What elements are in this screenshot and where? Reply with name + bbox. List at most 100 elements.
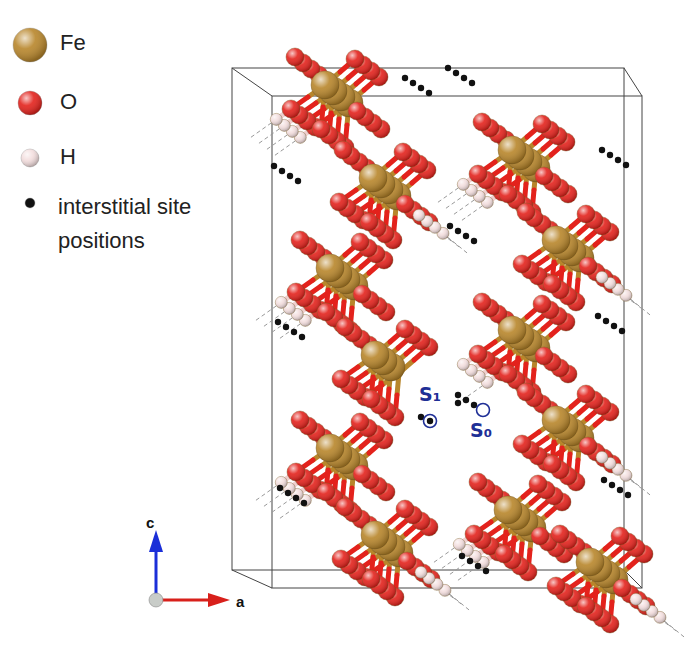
atom-shine bbox=[613, 579, 631, 597]
atom bbox=[543, 275, 561, 293]
atom bbox=[330, 193, 348, 211]
legend-swatch bbox=[18, 91, 42, 115]
atom-sphere bbox=[531, 527, 549, 545]
atom-sphere bbox=[291, 411, 309, 429]
atom bbox=[287, 283, 305, 301]
site-dot bbox=[615, 157, 621, 163]
atom-shine bbox=[579, 437, 597, 455]
atom-sphere bbox=[469, 473, 487, 491]
hydrogen-bond bbox=[254, 306, 277, 322]
site-dot bbox=[275, 319, 281, 325]
atom-sphere bbox=[551, 525, 569, 543]
site-dot bbox=[410, 80, 416, 86]
atom bbox=[394, 143, 412, 161]
site-dot bbox=[295, 178, 301, 184]
atom-sphere bbox=[316, 254, 344, 282]
atom bbox=[542, 226, 570, 254]
atom bbox=[453, 538, 465, 550]
atom-sphere bbox=[579, 257, 597, 275]
atom-shine bbox=[533, 295, 551, 313]
atom bbox=[457, 178, 469, 190]
atom-sphere bbox=[542, 406, 570, 434]
site-dot bbox=[455, 400, 461, 406]
atom bbox=[529, 475, 547, 493]
atom-shine bbox=[576, 548, 604, 576]
atom-shine bbox=[473, 293, 491, 311]
site-label: S₀ bbox=[470, 419, 492, 442]
atom-shine bbox=[547, 577, 565, 595]
atom-sphere bbox=[465, 525, 483, 543]
atom-sphere bbox=[348, 102, 366, 120]
atom-shine bbox=[396, 195, 414, 213]
structure bbox=[249, 48, 685, 639]
atom-sphere bbox=[353, 465, 371, 483]
atom bbox=[495, 545, 513, 563]
legend-label: O bbox=[60, 89, 77, 115]
axis-label: c bbox=[146, 514, 154, 532]
atom-sphere bbox=[547, 577, 565, 595]
atom bbox=[611, 527, 629, 545]
atom-shine bbox=[351, 233, 369, 251]
atom-shine bbox=[270, 113, 282, 125]
atom bbox=[535, 347, 553, 365]
site-dot bbox=[471, 238, 477, 244]
site-dot bbox=[418, 85, 424, 91]
atom-shine bbox=[577, 385, 595, 403]
atom bbox=[332, 370, 350, 388]
atom-sphere bbox=[613, 579, 631, 597]
atom-shine bbox=[330, 193, 348, 211]
atom bbox=[336, 498, 354, 516]
atom-sphere bbox=[499, 365, 517, 383]
site-dot bbox=[625, 492, 631, 498]
atom bbox=[577, 205, 595, 223]
atom-sphere bbox=[498, 136, 526, 164]
atom-shine bbox=[396, 500, 414, 518]
atom bbox=[361, 341, 389, 369]
atom bbox=[312, 120, 330, 138]
atom bbox=[457, 358, 469, 370]
atom-shine bbox=[394, 143, 412, 161]
site-dot bbox=[603, 318, 609, 324]
cell-edge bbox=[232, 68, 624, 570]
site-dot bbox=[283, 324, 289, 330]
atom-shine bbox=[351, 413, 369, 431]
atom-sphere bbox=[312, 120, 330, 138]
atom-sphere bbox=[361, 341, 389, 369]
atom-sphere bbox=[311, 71, 339, 99]
atom-shine bbox=[543, 455, 561, 473]
atom-sphere bbox=[396, 500, 414, 518]
site-dot bbox=[287, 173, 293, 179]
atom-sphere bbox=[630, 593, 642, 605]
atom bbox=[415, 566, 427, 578]
atom bbox=[396, 320, 414, 338]
site-dot bbox=[301, 500, 307, 506]
site-dot bbox=[271, 163, 277, 169]
site-dot bbox=[285, 490, 291, 496]
atom bbox=[494, 496, 522, 524]
atom-shine bbox=[579, 257, 597, 275]
site-dot bbox=[609, 482, 615, 488]
atom-shine bbox=[535, 347, 553, 365]
cell-edge bbox=[624, 68, 642, 96]
atom-sphere bbox=[495, 545, 513, 563]
site-dot bbox=[291, 329, 297, 335]
atom-sphere bbox=[353, 285, 371, 303]
atom bbox=[547, 577, 565, 595]
atom bbox=[542, 406, 570, 434]
atom bbox=[311, 71, 339, 99]
atom-shine bbox=[396, 320, 414, 338]
atom-shine bbox=[469, 473, 487, 491]
atom-sphere bbox=[287, 463, 305, 481]
atom-shine bbox=[282, 100, 300, 118]
site-marker bbox=[424, 415, 437, 428]
atom-sphere bbox=[346, 50, 364, 68]
atom-sphere bbox=[517, 203, 535, 221]
atom-sphere bbox=[360, 213, 378, 231]
site-dot bbox=[445, 65, 451, 71]
atom-sphere bbox=[577, 205, 595, 223]
atom-shine bbox=[336, 498, 354, 516]
atom bbox=[469, 165, 487, 183]
atom-shine bbox=[469, 345, 487, 363]
atom bbox=[359, 164, 387, 192]
atom-shine bbox=[577, 205, 595, 223]
